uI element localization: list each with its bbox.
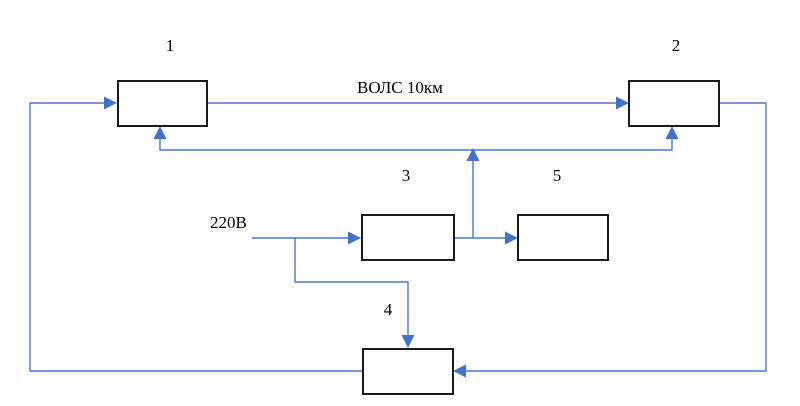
block-3 bbox=[361, 214, 455, 261]
wire-feedback-top-bus bbox=[159, 138, 673, 151]
arrowheads bbox=[104, 96, 679, 378]
block-3-number: 3 bbox=[402, 166, 411, 185]
arrow-up-into-block2 bbox=[665, 126, 679, 139]
fiber-link-label: ВОЛС 10км bbox=[357, 78, 443, 97]
block-5-number: 5 bbox=[553, 166, 562, 185]
wire-right-loop bbox=[466, 102, 767, 372]
block-4-number: 4 bbox=[384, 300, 393, 319]
arrow-down-into-block4 bbox=[401, 335, 415, 348]
block-2 bbox=[628, 80, 720, 127]
wire-power-to-block4 bbox=[294, 238, 409, 336]
arrow-into-block5 bbox=[505, 231, 518, 245]
wire-left-loop bbox=[29, 102, 363, 372]
block-4 bbox=[362, 348, 454, 395]
arrow-into-block1-left bbox=[104, 96, 117, 110]
block-5 bbox=[517, 214, 609, 261]
arrow-up-riser bbox=[466, 148, 480, 161]
block-1 bbox=[117, 80, 208, 127]
arrow-into-block2-left bbox=[616, 96, 629, 110]
arrow-into-block3 bbox=[348, 231, 361, 245]
arrow-up-into-block1 bbox=[153, 126, 167, 139]
block-2-number: 2 bbox=[672, 36, 681, 55]
power-input-label: 220В bbox=[210, 213, 247, 232]
arrow-into-block4-right bbox=[453, 364, 466, 378]
connection-lines bbox=[29, 102, 767, 372]
block-1-number: 1 bbox=[166, 36, 175, 55]
